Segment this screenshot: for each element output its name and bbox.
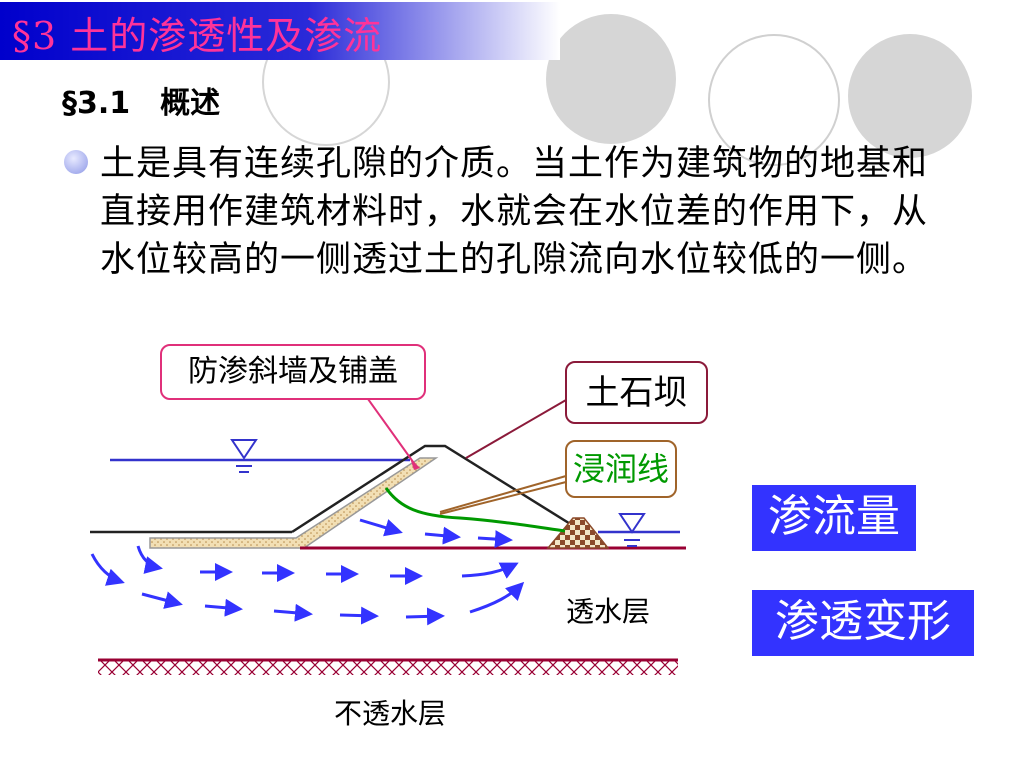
title-bar: §3 土的渗透性及渗流: [0, 2, 560, 60]
callout-dam-leader: [465, 399, 567, 459]
body-paragraph: 土是具有连续孔隙的介质。当土作为建筑物的地基和直接用作建筑材料时，水就会在水位差…: [100, 144, 929, 280]
callout-phreatic-line: 浸润线: [565, 440, 677, 498]
bullet-icon: [64, 150, 88, 174]
label-impermeable-layer: 不透水层: [334, 697, 447, 730]
seepage-flow-box: 渗流量: [752, 485, 916, 551]
seepage-deformation-box: 渗透变形: [752, 590, 974, 656]
flow-arrows-dam: [359, 518, 513, 549]
impermeable-layer-hatch: [98, 661, 678, 675]
impervious-blanket-and-wall: [149, 457, 439, 549]
downstream-water-level-icon: [618, 513, 646, 547]
callout-earth-rock-dam: 土石坝: [565, 361, 708, 424]
toe-drain: [546, 517, 610, 549]
slide-title: §3 土的渗透性及渗流: [12, 14, 383, 58]
section-subtitle: §3.1 概述: [62, 86, 221, 121]
callout-seepage-leader-1: [439, 475, 567, 513]
callout-impervious-wall: 防渗斜墙及铺盖: [160, 344, 426, 400]
flow-arrows-foundation: [90, 545, 525, 626]
decorative-circle-3: [708, 34, 840, 166]
callout-wall-pointer: [410, 458, 420, 470]
dam-outline: [291, 444, 581, 534]
callout-seepage-leader-2: [439, 481, 567, 515]
decorative-circle-2: [546, 14, 676, 144]
decorative-circle-4: [848, 34, 972, 158]
callout-wall-leader: [320, 398, 417, 467]
label-permeable-layer: 透水层: [566, 595, 651, 628]
phreatic-line: [384, 487, 566, 533]
upstream-water-level-icon: [230, 439, 258, 473]
